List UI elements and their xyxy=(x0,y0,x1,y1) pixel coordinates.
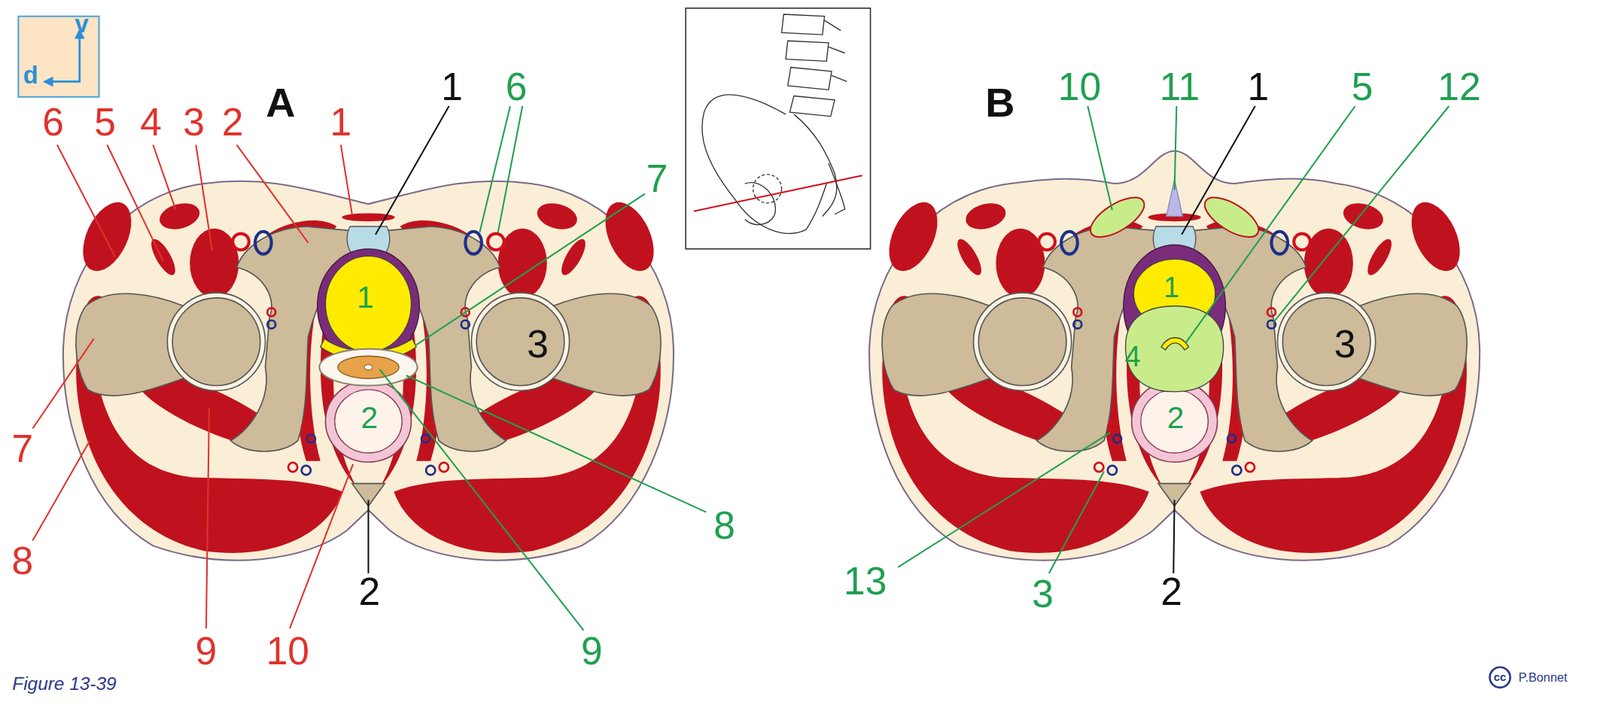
license-mark: cc xyxy=(1493,672,1507,684)
callout-number: 5 xyxy=(94,103,116,143)
bone-number: 3 xyxy=(1334,324,1357,364)
organ-number: 1 xyxy=(356,282,375,314)
callout-number: 7 xyxy=(646,159,669,199)
callout-number: 11 xyxy=(1159,66,1200,107)
callout-number: 10 xyxy=(266,631,310,671)
callout-number: 10 xyxy=(1058,66,1102,107)
callout-number: 6 xyxy=(505,66,528,107)
organ-number: 2 xyxy=(1167,403,1185,435)
callout-number: 9 xyxy=(195,631,218,671)
callout-number: 12 xyxy=(1437,66,1481,107)
callout-number: 8 xyxy=(713,506,736,546)
callout-number: 2 xyxy=(1160,572,1183,612)
bone-number: 3 xyxy=(526,324,549,364)
callout-number: 5 xyxy=(1351,66,1374,107)
callout-number: 13 xyxy=(843,562,887,602)
organ-number: 4 xyxy=(1124,343,1141,372)
axis-letter: d xyxy=(23,63,39,89)
figure-caption: Figure 13-39 xyxy=(12,674,116,693)
panel-letter: A xyxy=(265,81,296,122)
callout-number: 2 xyxy=(358,572,381,612)
callout-number: 7 xyxy=(11,429,34,469)
callout-number: 2 xyxy=(222,103,244,143)
callout-number: 3 xyxy=(182,103,205,143)
callout-number: 3 xyxy=(1031,574,1054,614)
axis-letter: v xyxy=(74,12,89,37)
organ-number: 1 xyxy=(1163,273,1180,302)
callout-number: 1 xyxy=(330,103,353,143)
organ-number: 2 xyxy=(361,403,379,435)
callout-number: 9 xyxy=(580,631,603,671)
callout-number: 6 xyxy=(42,103,64,143)
callout-number: 1 xyxy=(1247,66,1269,107)
callout-number: 8 xyxy=(11,541,34,581)
callout-number: 4 xyxy=(139,103,162,143)
panel-letter: B xyxy=(985,81,1015,122)
author-credit: P.Bonnet xyxy=(1518,671,1568,684)
callout-number: 1 xyxy=(441,66,463,107)
